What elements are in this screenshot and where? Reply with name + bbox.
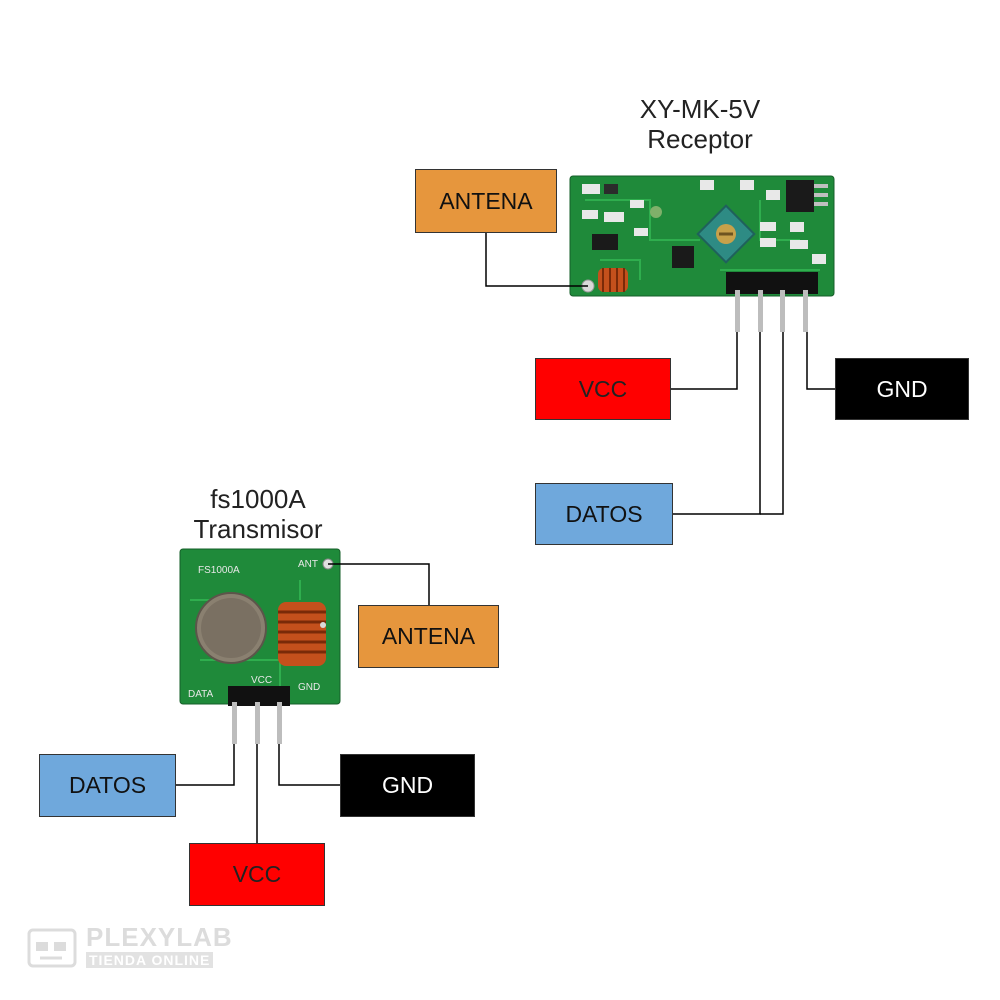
tx-board-ant-text: ANT	[298, 559, 318, 570]
tx-board-data-text: DATA	[188, 689, 214, 700]
transmitter-wires	[176, 563, 430, 843]
receiver-board	[569, 175, 835, 297]
receiver-wires	[485, 233, 835, 515]
transmitter-board: FS1000A ANT DATA VCC GND	[179, 548, 341, 706]
transmitter-data-label: DATOS	[39, 754, 176, 817]
receiver-pins	[735, 290, 808, 332]
receiver-title-role: Receptor	[647, 124, 753, 154]
plexylab-brand-text: PLEXYLAB	[86, 922, 233, 952]
receiver-data-label: DATOS	[535, 483, 673, 545]
receiver-antenna-label: ANTENA	[415, 169, 557, 233]
tx-board-vcc-text: VCC	[251, 675, 272, 686]
plexylab-watermark: PLEXYLAB TIENDA ONLINE	[26, 922, 246, 972]
transmitter-coil	[278, 602, 326, 666]
transmitter-title: fs1000A Transmisor	[118, 484, 398, 544]
receiver-coil	[598, 268, 628, 292]
transmitter-antenna-label: ANTENA	[358, 605, 499, 668]
transmitter-gnd-label: GND	[340, 754, 475, 817]
tx-board-model-text: FS1000A	[198, 565, 240, 576]
receiver-gnd-label: GND	[835, 358, 969, 420]
plexylab-logo-icon	[27, 928, 77, 968]
receiver-vcc-label: VCC	[535, 358, 671, 420]
transmitter-pins	[232, 702, 282, 744]
transmitter-title-role: Transmisor	[193, 514, 323, 544]
receiver-title-model: XY-MK-5V	[639, 94, 761, 124]
transmitter-title-model: fs1000A	[210, 484, 306, 514]
tx-board-gnd-text: GND	[298, 682, 320, 693]
receiver-title: XY-MK-5V Receptor	[560, 94, 840, 154]
transmitter-vcc-label: VCC	[189, 843, 325, 906]
plexylab-tagline-text: TIENDA ONLINE	[86, 952, 214, 968]
